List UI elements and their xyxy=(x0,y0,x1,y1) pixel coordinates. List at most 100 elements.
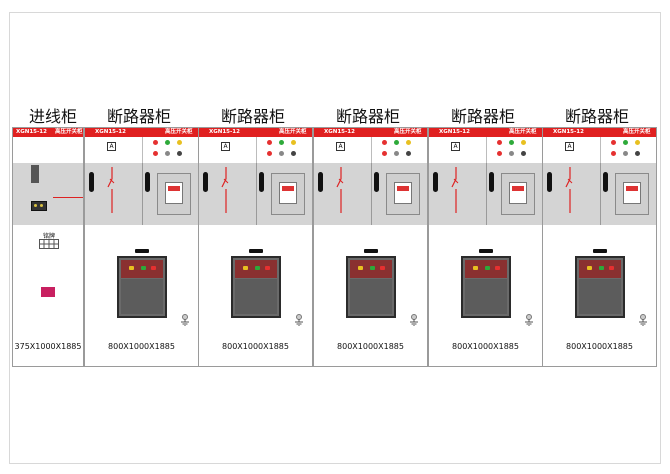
breaker-unit xyxy=(346,256,396,318)
cabinet-model-label: XGN15-12 xyxy=(95,129,126,135)
viewing-window xyxy=(145,172,150,192)
ammeter-icon: A xyxy=(107,142,116,151)
bottom-zone: 800X1000X1885 xyxy=(85,225,198,366)
handle-icon xyxy=(249,249,263,253)
cabinet-header-label: 高压开关柜 xyxy=(279,129,307,135)
cabinet-model-label: XGN15-12 xyxy=(16,129,47,135)
panel-divider xyxy=(256,163,257,225)
cabinet-model-label: XGN15-12 xyxy=(439,129,470,135)
nameplate-icon xyxy=(509,182,527,204)
ammeter-icon: A xyxy=(451,142,460,151)
breaker-unit xyxy=(231,256,281,318)
panel-divider xyxy=(486,137,487,163)
nameplate-icon xyxy=(623,182,641,204)
panel-divider xyxy=(371,163,372,225)
indicator-lamp-icon xyxy=(611,151,616,156)
breaker-symbol-icon xyxy=(565,167,573,213)
indicator-lamp-icon xyxy=(406,140,411,145)
handle-icon xyxy=(135,249,149,253)
breaker-unit xyxy=(461,256,511,318)
ground-symbol-icon xyxy=(181,314,189,326)
ground-symbol-icon xyxy=(410,314,418,326)
cabinet-breaker-2: XGN15-12 高压开关柜 A xyxy=(198,127,313,367)
nameplate-icon xyxy=(165,182,183,204)
cabinet-header-label: 高压开关柜 xyxy=(55,129,83,135)
cabinet-header-label: 高压开关柜 xyxy=(394,129,422,135)
mechanism-panel xyxy=(157,173,191,215)
indicator-lamp-icon xyxy=(279,151,284,156)
ammeter-icon: A xyxy=(336,142,345,151)
bottom-zone: 铭牌 375X1000X1885 xyxy=(13,225,83,366)
cabinet-header-bar: XGN15-12 高压开关柜 xyxy=(429,128,542,137)
indicator-lamp-icon xyxy=(497,151,502,156)
cabinet-breaker-4: XGN15-12 高压开关柜 A xyxy=(428,127,543,367)
viewing-window xyxy=(203,172,208,192)
indicator-lamp-icon xyxy=(623,140,628,145)
viewing-window xyxy=(89,172,94,192)
viewing-window xyxy=(433,172,438,192)
nameplate-icon xyxy=(394,182,412,204)
ground-symbol-icon xyxy=(295,314,303,326)
nameplate-icon xyxy=(279,182,297,204)
viewing-window xyxy=(603,172,608,192)
cabinet-header-label: 高压开关柜 xyxy=(165,129,193,135)
indicator-lamp-icon xyxy=(382,140,387,145)
cabinet-dimensions: 800X1000X1885 xyxy=(452,342,519,351)
panel-divider xyxy=(371,137,372,163)
cabinet-dimensions: 800X1000X1885 xyxy=(108,342,175,351)
panel-divider xyxy=(486,163,487,225)
cabinet-model-label: XGN15-12 xyxy=(209,129,240,135)
cabinet-header-bar: XGN15-12 高压开关柜 xyxy=(13,128,83,137)
indicator-lamp-icon xyxy=(153,140,158,145)
indicator-lamp-icon xyxy=(635,140,640,145)
nameplate-label: 铭牌 xyxy=(43,233,56,240)
viewing-window xyxy=(318,172,323,192)
indicator-lamp-icon xyxy=(382,151,387,156)
cabinet-title-breaker-4: 断路器柜 xyxy=(451,107,516,126)
breaker-symbol-icon xyxy=(107,167,115,213)
indicator-lamp-icon xyxy=(165,140,170,145)
switch-zone xyxy=(199,163,312,226)
cabinet-dimensions: 800X1000X1885 xyxy=(566,342,633,351)
indicator-lamp-icon xyxy=(177,151,182,156)
terminal-block-icon xyxy=(39,239,59,249)
indicator-lamp-icon xyxy=(521,140,526,145)
indicator-lamp-icon xyxy=(165,151,170,156)
ammeter-icon: A xyxy=(221,142,230,151)
mechanism-panel xyxy=(271,173,305,215)
breaker-unit xyxy=(117,256,167,318)
bottom-zone: 800X1000X1885 xyxy=(543,225,656,366)
indicator-lamp-icon xyxy=(635,151,640,156)
cabinet-title-breaker-1: 断路器柜 xyxy=(107,107,172,126)
cabinet-breaker-1: XGN15-12 高压开关柜 A xyxy=(84,127,199,367)
cabinet-title-breaker-3: 断路器柜 xyxy=(336,107,401,126)
cabinet-header-label: 高压开关柜 xyxy=(623,129,651,135)
cabinet-header-bar: XGN15-12 高压开关柜 xyxy=(543,128,656,137)
breaker-symbol-icon xyxy=(221,167,229,213)
indicator-lamp-icon xyxy=(177,140,182,145)
cabinet-incoming: XGN15-12 高压开关柜 铭牌 375X1000X1885 xyxy=(12,127,84,367)
viewing-window xyxy=(374,172,379,192)
indicator-lamp-icon xyxy=(291,151,296,156)
panel-divider xyxy=(142,163,143,225)
cabinet-breaker-3: XGN15-12 高压开关柜 A xyxy=(313,127,428,367)
indicator-lamp-icon xyxy=(611,140,616,145)
indicator-lamp-icon xyxy=(406,151,411,156)
indicator-lamp-icon xyxy=(153,151,158,156)
selector-switch-icon xyxy=(31,165,39,183)
indicator-lamp-icon xyxy=(291,140,296,145)
indicator-lamp-icon xyxy=(267,151,272,156)
indicator-lamp-icon xyxy=(279,140,284,145)
cabinet-header-label: 高压开关柜 xyxy=(509,129,537,135)
indicator-lamp-icon xyxy=(623,151,628,156)
panel-divider xyxy=(142,137,143,163)
switch-zone xyxy=(85,163,198,226)
bus-line xyxy=(53,197,83,198)
viewing-window xyxy=(259,172,264,192)
meter-zone xyxy=(13,137,83,164)
ground-symbol-icon xyxy=(525,314,533,326)
panel-divider xyxy=(256,137,257,163)
ground-symbol-icon xyxy=(639,314,647,326)
breaker-symbol-icon xyxy=(451,167,459,213)
ammeter-icon: A xyxy=(565,142,574,151)
